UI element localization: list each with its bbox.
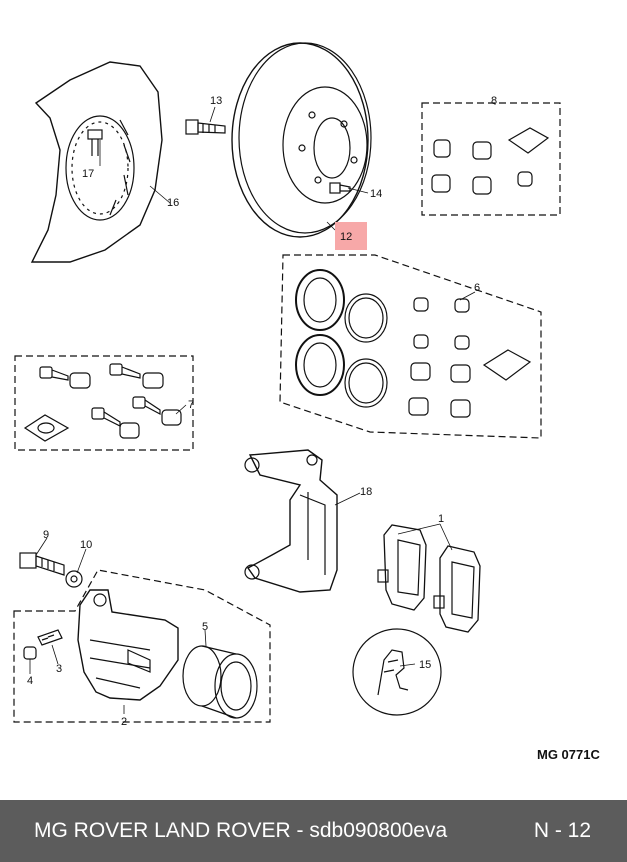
callout-2: 2 xyxy=(121,716,127,728)
callout-18: 18 xyxy=(360,486,372,498)
callout-17: 17 xyxy=(82,168,94,180)
footer-title: MG ROVER LAND ROVER - sdb090800eva xyxy=(34,819,448,842)
caliper-kit-2-group xyxy=(13,569,271,723)
exploded-brake-diagram: 13 17 16 14 8 12 6 7 18 1 9 10 5 15 3 4 … xyxy=(13,42,561,728)
caliper-bolt-part xyxy=(19,552,65,576)
callout-10: 10 xyxy=(80,539,92,551)
dust-shield-part xyxy=(30,61,163,263)
brake-pads-part xyxy=(377,524,481,633)
callout-7: 7 xyxy=(188,399,194,411)
disc-bolt-part xyxy=(185,119,226,135)
callout-14: 14 xyxy=(370,188,382,200)
shield-bolt-part xyxy=(87,129,103,156)
disc-screw-part xyxy=(329,182,351,194)
callout-16: 16 xyxy=(167,197,179,209)
seal-kit-6-group xyxy=(279,254,542,439)
callout-4: 4 xyxy=(27,675,33,687)
page-number: N - 12 xyxy=(533,819,591,842)
guide-pin-kit-7-group xyxy=(14,355,194,451)
callout-8: 8 xyxy=(491,95,497,107)
dust-cap-part xyxy=(23,646,37,660)
leader-lines xyxy=(29,103,496,714)
bleed-screw-part xyxy=(37,629,63,646)
callout-1: 1 xyxy=(438,513,444,525)
diagram-reference-code: MG 0771C xyxy=(537,747,600,762)
callout-9: 9 xyxy=(43,529,49,541)
callout-12: 12 xyxy=(340,231,352,243)
callout-15: 15 xyxy=(419,659,431,671)
brake-disc-part xyxy=(231,42,372,238)
spring-clip-part xyxy=(352,628,442,716)
washer-part xyxy=(65,570,83,588)
piston-part xyxy=(182,645,258,719)
callout-labels: 13 17 16 14 8 12 6 7 18 1 9 10 5 15 3 4 … xyxy=(27,95,497,728)
callout-6: 6 xyxy=(474,282,480,294)
callout-13: 13 xyxy=(210,95,222,107)
callout-5: 5 xyxy=(202,621,208,633)
footer-bar: MG ROVER LAND ROVER - sdb090800eva N - 1… xyxy=(0,800,627,862)
callout-3: 3 xyxy=(56,663,62,675)
caliper-carrier-part xyxy=(244,449,338,593)
highlight-box xyxy=(335,222,367,250)
seal-kit-8-group xyxy=(421,102,561,216)
